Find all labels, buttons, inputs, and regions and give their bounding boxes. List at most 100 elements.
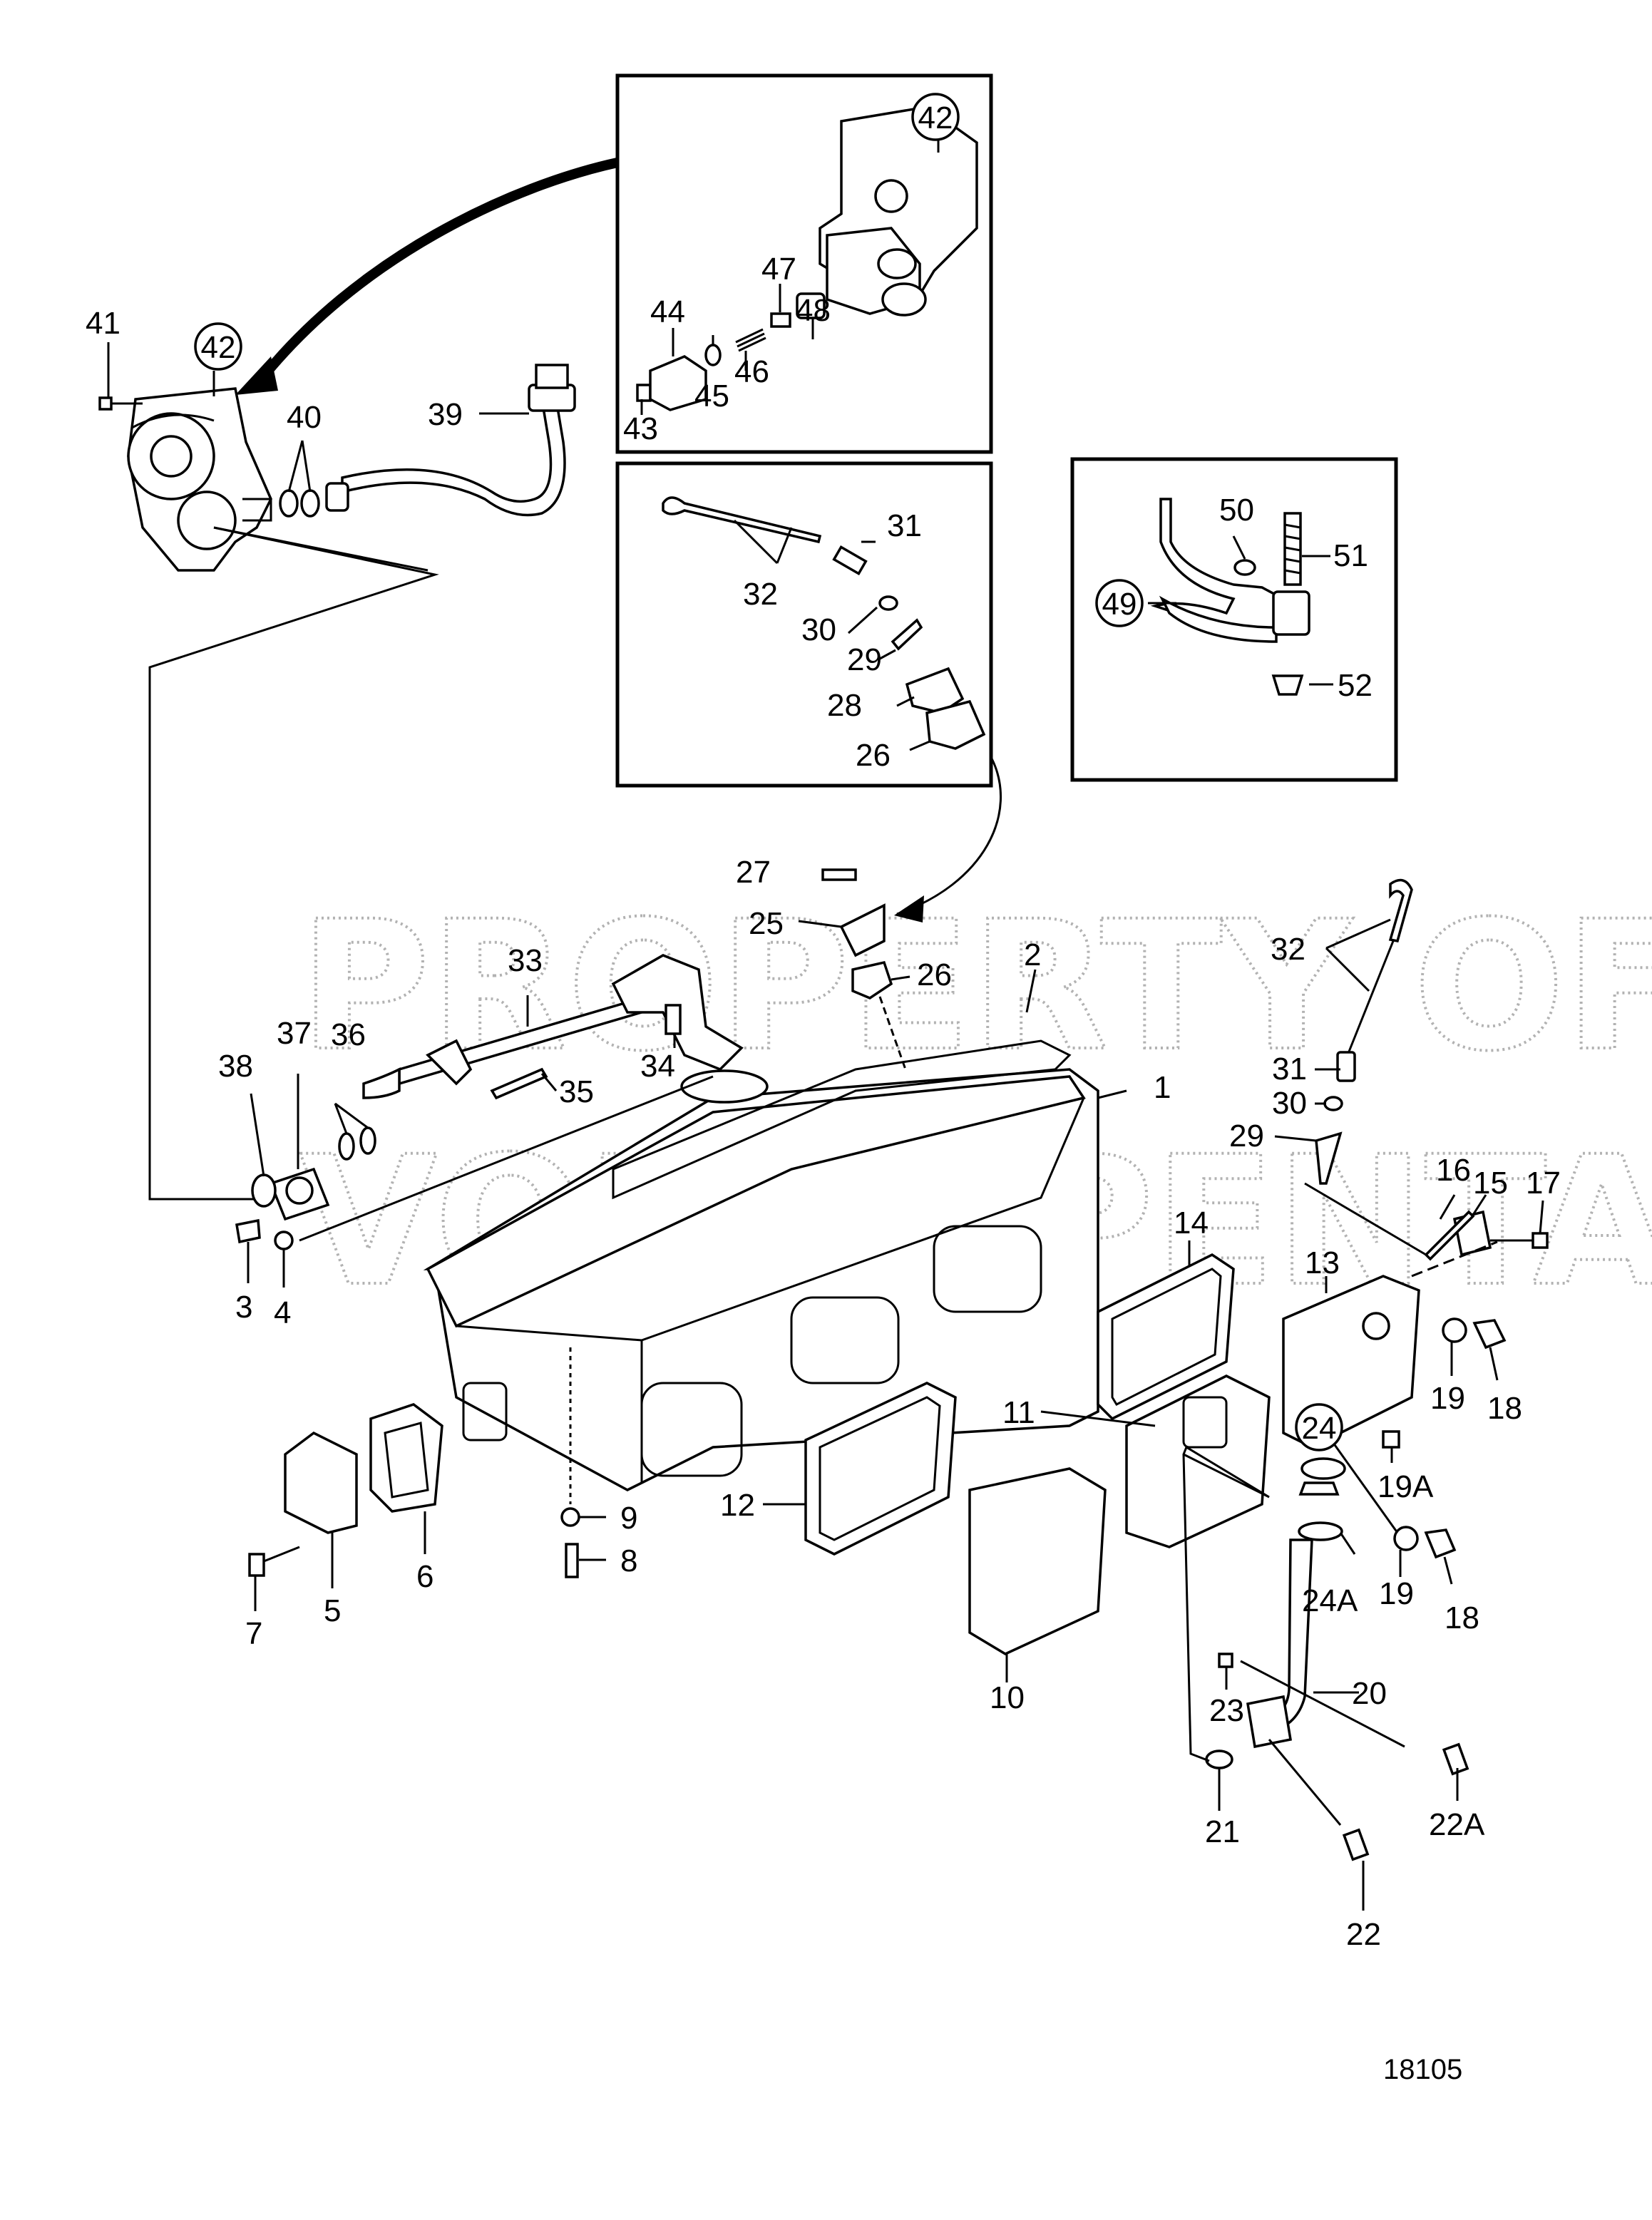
callout-45: 45 bbox=[694, 379, 729, 413]
inset-dipstick-alt bbox=[615, 461, 993, 788]
circled-callouts: 42 42 49 24 bbox=[194, 93, 1343, 1451]
callout-16: 16 bbox=[1436, 1153, 1471, 1188]
callout-42b: 42 bbox=[918, 101, 953, 135]
callout-30a: 30 bbox=[801, 612, 836, 647]
screw-17 bbox=[1532, 1232, 1549, 1249]
callout-46: 46 bbox=[734, 354, 769, 389]
plug-19A bbox=[1382, 1430, 1400, 1449]
callout-50: 50 bbox=[1219, 493, 1254, 528]
oil-pipe-detail bbox=[1148, 498, 1333, 696]
circle-42-main bbox=[194, 322, 242, 371]
callout-15: 15 bbox=[1473, 1166, 1508, 1201]
gasket-14 bbox=[1097, 1253, 1235, 1421]
callout-2: 2 bbox=[1024, 937, 1041, 972]
washer-45 bbox=[704, 344, 722, 366]
plug-43 bbox=[636, 384, 652, 402]
piston-47 bbox=[770, 312, 791, 328]
gasket-26 bbox=[851, 960, 893, 999]
cap-24 bbox=[1298, 1481, 1340, 1496]
seal-24A bbox=[1298, 1521, 1343, 1541]
callout-6: 6 bbox=[416, 1559, 433, 1594]
callout-12: 12 bbox=[720, 1488, 755, 1523]
bolt-22 bbox=[1342, 1828, 1370, 1861]
watermark-line-1: PROPERTY OF bbox=[299, 883, 1652, 1090]
bolt-8 bbox=[565, 1543, 579, 1578]
plug-18b bbox=[1424, 1528, 1457, 1559]
cover-10 bbox=[968, 1467, 1107, 1655]
callout-4: 4 bbox=[274, 1295, 291, 1330]
callout-34: 34 bbox=[640, 1049, 675, 1084]
callout-17: 17 bbox=[1526, 1166, 1561, 1201]
plug-3 bbox=[235, 1218, 261, 1244]
callout-49: 49 bbox=[1102, 587, 1137, 622]
seal-40a bbox=[279, 489, 299, 518]
callout-20: 20 bbox=[1352, 1676, 1387, 1711]
dipstick-main bbox=[1304, 878, 1427, 1256]
callout-44: 44 bbox=[650, 294, 685, 329]
callout-32a: 32 bbox=[743, 577, 778, 612]
callout-10: 10 bbox=[990, 1680, 1025, 1715]
callout-52: 52 bbox=[1338, 668, 1373, 703]
bolt-27 bbox=[821, 868, 857, 881]
callout-25: 25 bbox=[749, 906, 784, 941]
seal-36b bbox=[359, 1126, 376, 1155]
callout-19A: 19A bbox=[1377, 1469, 1434, 1504]
plug-18a bbox=[1472, 1319, 1507, 1350]
callout-24A: 24A bbox=[1302, 1583, 1358, 1618]
callout-24: 24 bbox=[1302, 1411, 1337, 1446]
inset-oil-pump-valve bbox=[615, 73, 993, 454]
callout-3: 3 bbox=[235, 1290, 252, 1325]
bolt-23 bbox=[1218, 1653, 1233, 1668]
cover-5 bbox=[284, 1431, 358, 1534]
callout-18b: 18 bbox=[1445, 1600, 1479, 1635]
callout-19a: 19 bbox=[1430, 1381, 1465, 1416]
oil-pump-detail bbox=[819, 106, 978, 317]
callout-33: 33 bbox=[508, 943, 543, 978]
gasket-12 bbox=[804, 1382, 957, 1556]
gasket-2 bbox=[612, 1039, 1072, 1200]
callout-8: 8 bbox=[620, 1543, 637, 1578]
callout-29a: 29 bbox=[847, 642, 882, 677]
circle-24 bbox=[1295, 1403, 1343, 1451]
callout-21: 21 bbox=[1205, 1814, 1240, 1849]
screw-7 bbox=[248, 1553, 265, 1577]
callout-51: 51 bbox=[1333, 538, 1368, 573]
callout-39: 39 bbox=[428, 397, 463, 432]
callout-14: 14 bbox=[1174, 1206, 1209, 1240]
callout-22: 22 bbox=[1346, 1917, 1381, 1952]
stick-16 bbox=[1424, 1210, 1475, 1261]
callout-41: 41 bbox=[86, 306, 120, 341]
callout-1: 1 bbox=[1154, 1070, 1171, 1105]
callout-13: 13 bbox=[1305, 1245, 1340, 1280]
callout-11: 11 bbox=[1002, 1395, 1035, 1430]
callout-18a: 18 bbox=[1487, 1391, 1522, 1426]
callout-26a: 26 bbox=[856, 738, 891, 773]
callout-36: 36 bbox=[331, 1017, 366, 1052]
seal-21 bbox=[1205, 1749, 1233, 1769]
flange-25 bbox=[839, 903, 886, 957]
callout-32b: 32 bbox=[1271, 932, 1305, 967]
valve-48 bbox=[796, 292, 826, 319]
callout-26b: 26 bbox=[917, 957, 952, 992]
callout-7: 7 bbox=[245, 1616, 262, 1651]
circle-42-inset bbox=[911, 93, 960, 141]
callout-27: 27 bbox=[736, 855, 771, 890]
callout-31b: 31 bbox=[1272, 1052, 1307, 1086]
bolt-35 bbox=[490, 1067, 548, 1100]
seal-36a bbox=[338, 1132, 355, 1161]
callout-38: 38 bbox=[218, 1049, 253, 1084]
callout-29b: 29 bbox=[1229, 1119, 1264, 1153]
seal-38 bbox=[251, 1173, 277, 1208]
callout-9: 9 bbox=[620, 1501, 637, 1536]
oil-sump-1 bbox=[423, 1039, 1099, 1491]
washer-4 bbox=[274, 1230, 294, 1250]
callout-22A: 22A bbox=[1429, 1807, 1485, 1842]
callout-40: 40 bbox=[287, 400, 322, 435]
callout-37: 37 bbox=[277, 1016, 312, 1051]
callout-5: 5 bbox=[324, 1593, 341, 1628]
seal-40b bbox=[300, 489, 320, 518]
callout-31a: 31 bbox=[887, 508, 922, 543]
valve-cover-44 bbox=[649, 355, 707, 411]
inset-oil-pipe-alt bbox=[1070, 457, 1398, 782]
